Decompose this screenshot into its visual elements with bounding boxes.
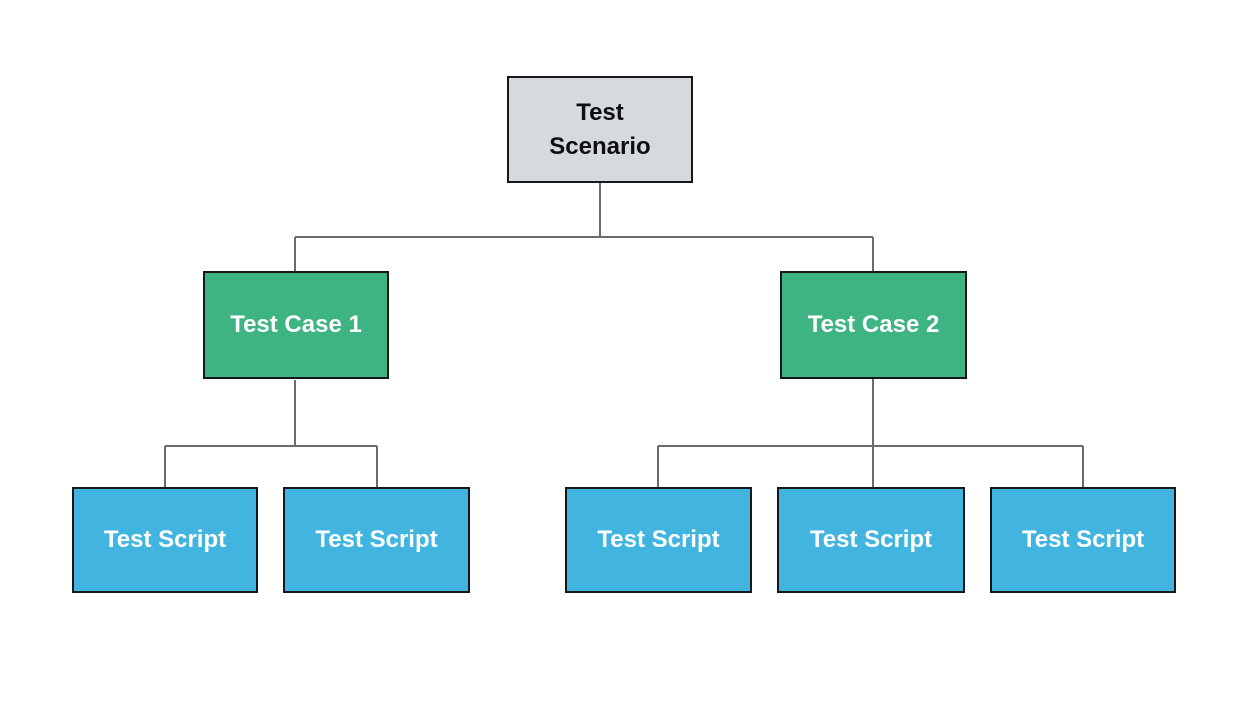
node-test-case-2[interactable]: Test Case 2 — [780, 271, 967, 379]
node-test-script-4[interactable]: Test Script — [777, 487, 965, 593]
node-test-script-3-label: Test Script — [597, 526, 720, 553]
node-test-script-1-label: Test Script — [103, 526, 227, 553]
node-test-scenario-label: Test Scenario — [549, 98, 651, 160]
node-test-script-5-label: Test Script — [1021, 526, 1145, 553]
node-test-case-2-label: Test Case 2 — [807, 311, 940, 338]
node-test-case-1-label: Test Case 1 — [230, 311, 362, 338]
node-test-case-1[interactable]: Test Case 1 — [203, 271, 389, 379]
node-test-script-1[interactable]: Test Script — [72, 487, 258, 593]
node-test-script-2[interactable]: Test Script — [283, 487, 470, 593]
node-test-script-4-label: Test Script — [809, 526, 933, 553]
node-test-script-3[interactable]: Test Script — [565, 487, 752, 593]
node-test-script-2-label: Test Script — [315, 526, 438, 553]
node-test-script-5[interactable]: Test Script — [990, 487, 1176, 593]
node-test-scenario[interactable]: Test Scenario — [507, 76, 693, 183]
